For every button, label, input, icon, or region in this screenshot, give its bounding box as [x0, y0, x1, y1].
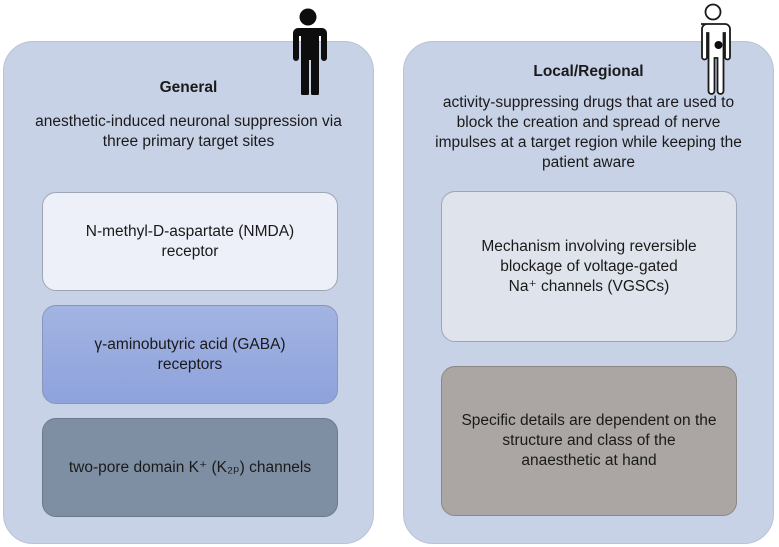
local-regional-title: Local/Regional: [533, 63, 644, 80]
general-title: General: [159, 79, 218, 96]
general-description-line: anesthetic-induced neuronal suppression …: [35, 113, 342, 130]
gaba-receptors-box: γ-aminobutyric acid (GABA) receptors: [42, 305, 338, 404]
nmda-box-line: N-methyl-D-aspartate (NMDA): [85, 222, 295, 240]
general-panel: General anesthetic-induced neuronal supp…: [3, 41, 374, 544]
vgsc-box-line: Mechanism involving reversible: [481, 237, 697, 255]
local-description-line: activity-suppressing drugs that are used…: [442, 94, 735, 111]
nmda-receptor-box: N-methyl-D-aspartate (NMDA) receptor: [42, 192, 338, 291]
details-box-line: anaesthetic at hand: [521, 452, 657, 469]
local-regional-description: activity-suppressing drugs that are used…: [408, 93, 769, 173]
general-description: anesthetic-induced neuronal suppression …: [10, 112, 367, 152]
nmda-box-line: receptor: [161, 242, 219, 260]
local-description-line: patient aware: [541, 154, 636, 171]
vgsc-mechanism-box: Mechanism involving reversible blockage …: [441, 191, 737, 342]
vgsc-box-line: blockage of voltage-gated: [500, 257, 678, 275]
k2p-channels-box: two-pore domain K⁺ (K₂ₚ) channels: [42, 418, 338, 517]
patient-outline-icon: [701, 3, 731, 95]
gaba-box-line: γ-aminobutyric acid (GABA): [94, 335, 286, 353]
details-box-line: Specific details are dependent on the: [461, 412, 717, 429]
person-icon: [293, 8, 327, 95]
general-description-line: three primary target sites: [102, 133, 275, 150]
local-description-line: block the creation and spread of nerve: [456, 114, 721, 131]
local-description-line: impulses at a target region while keepin…: [435, 134, 742, 151]
local-regional-panel: Local/Regional activity-suppressing drug…: [403, 41, 774, 544]
details-box-line: structure and class of the: [502, 432, 676, 449]
gaba-box-line: receptors: [157, 355, 223, 373]
k2p-box-line: two-pore domain K⁺ (K₂ₚ) channels: [68, 458, 312, 476]
vgsc-box-line: Na⁺ channels (VGSCs): [508, 277, 670, 295]
anaesthetic-details-box: Specific details are dependent on the st…: [441, 366, 737, 516]
